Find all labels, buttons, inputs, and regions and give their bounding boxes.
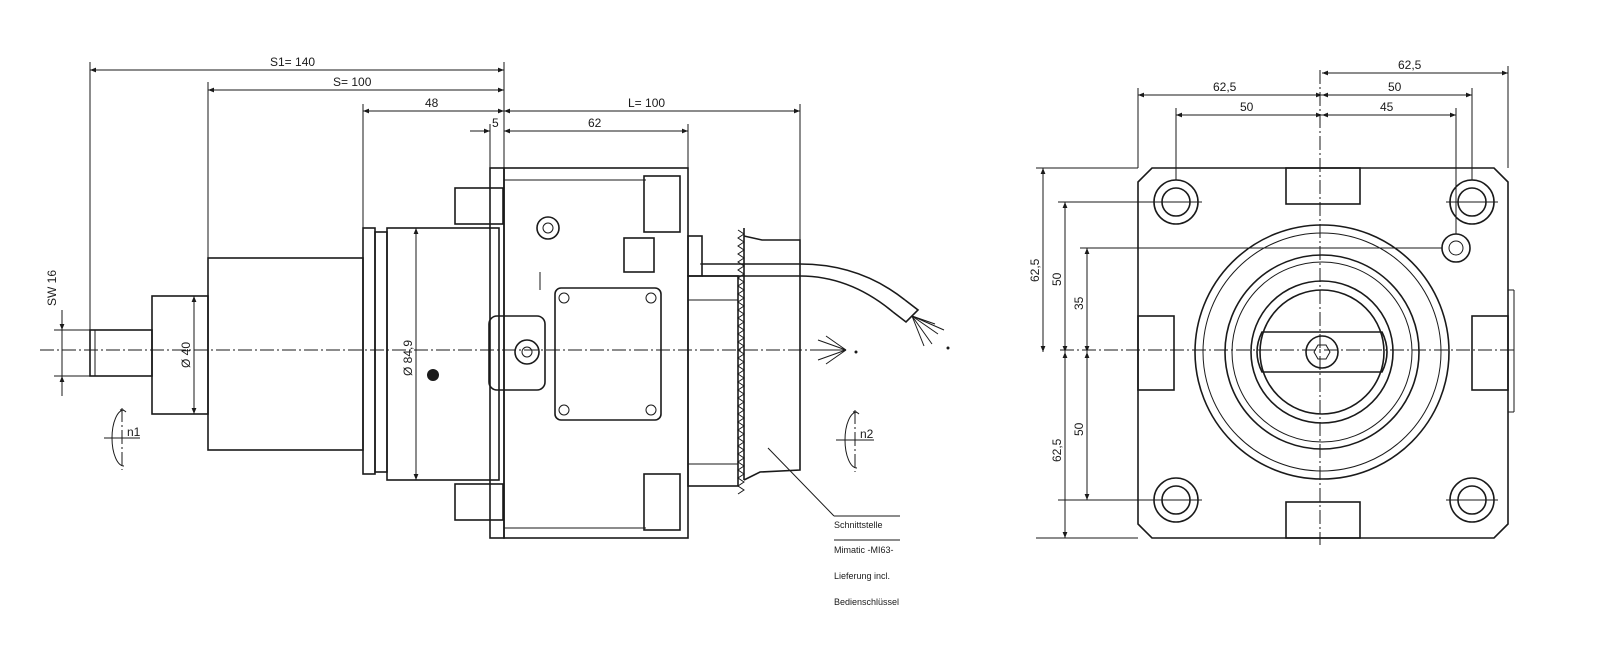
side-view xyxy=(40,167,950,541)
shaft-end xyxy=(89,329,153,377)
annotation-line-4: Bedienschlüssel xyxy=(834,597,899,607)
interface-annotation: Schnittstelle Mimatic -MI63- Lieferung i… xyxy=(834,520,899,607)
n2-label: n2 xyxy=(860,427,874,441)
dim-front-left-lower-625: 62,5 xyxy=(1050,438,1064,462)
mount-hole-bottom-right xyxy=(1446,477,1498,523)
dim-s: S= 100 xyxy=(333,75,372,89)
dim-front-top-left-625: 62,5 xyxy=(1213,80,1237,94)
annotation-line-1: Schnittstelle xyxy=(834,520,883,530)
rotation-n1: n1 xyxy=(104,408,141,470)
dim-front-top-right-625: 62,5 xyxy=(1398,58,1422,72)
ring-1 xyxy=(362,227,376,475)
dim-sw16: SW 16 xyxy=(45,270,59,306)
dim-d40: Ø 40 xyxy=(179,342,193,368)
coolant-hose-top xyxy=(702,263,906,301)
marker-dot xyxy=(427,369,439,381)
front-view xyxy=(1060,70,1515,545)
coolant-fitting xyxy=(623,237,655,273)
front-plate xyxy=(1137,167,1509,539)
dim-l: L= 100 xyxy=(628,96,665,110)
dim-front-left-upper-50: 50 xyxy=(1050,272,1064,286)
outer-ring xyxy=(1194,224,1450,480)
center-bore xyxy=(1305,335,1339,369)
inner-ring xyxy=(1250,280,1394,424)
mount-hole-top-right xyxy=(1446,179,1498,225)
mount-stub-bottom xyxy=(454,483,504,521)
housing-block-bottom xyxy=(643,473,681,531)
housing-block-top xyxy=(643,175,681,233)
dim-front-left-upper-625: 62,5 xyxy=(1028,258,1042,282)
annotation-leader xyxy=(767,447,835,517)
screw-top xyxy=(536,216,560,240)
hex-socket xyxy=(1313,344,1331,360)
mount-stub-top xyxy=(454,187,504,225)
slot-right xyxy=(1471,315,1509,391)
side-bracket xyxy=(488,315,546,391)
slot-left xyxy=(1137,315,1175,391)
front-dimensions: 62,5 62,5 50 50 45 62,5 50 35 50 62,5 xyxy=(1028,58,1509,539)
body-cylinder xyxy=(207,257,364,451)
middle-ring xyxy=(1224,254,1420,450)
dim-front-top-right-50: 50 xyxy=(1388,80,1402,94)
annotation-line-3: Lieferung incl. xyxy=(834,571,890,581)
dim-front-top-left-50: 50 xyxy=(1240,100,1254,114)
dim-front-top-right-45: 45 xyxy=(1380,100,1394,114)
annotation-line-2: Mimatic -MI63- xyxy=(834,545,894,555)
drive-slot xyxy=(1256,331,1388,373)
flange-d849 xyxy=(386,227,500,481)
side-dimensions: S1= 140 S= 100 48 5 62 L= 100 SW 16 Ø 40… xyxy=(45,55,801,480)
pin-hole xyxy=(1441,233,1471,263)
dim-62: 62 xyxy=(588,116,602,130)
dim-5: 5 xyxy=(492,116,499,130)
dim-48: 48 xyxy=(425,96,439,110)
ring-2 xyxy=(374,231,388,473)
slot-bottom xyxy=(1285,501,1361,539)
output-housing xyxy=(687,275,739,487)
mimatic-interface xyxy=(743,235,801,481)
slot-top xyxy=(1285,167,1361,205)
dim-d849: Ø 84,9 xyxy=(401,340,415,376)
hose-nozzle xyxy=(911,315,945,347)
dim-front-left-lower-50: 50 xyxy=(1072,422,1086,436)
cover-plate xyxy=(554,287,662,421)
rotation-n2: n2 xyxy=(836,410,874,472)
gear-teeth xyxy=(737,229,745,495)
dim-s1: S1= 140 xyxy=(270,55,315,69)
dim-front-left-35: 35 xyxy=(1072,296,1086,310)
coolant-spray xyxy=(817,335,847,365)
n1-label: n1 xyxy=(127,425,141,439)
